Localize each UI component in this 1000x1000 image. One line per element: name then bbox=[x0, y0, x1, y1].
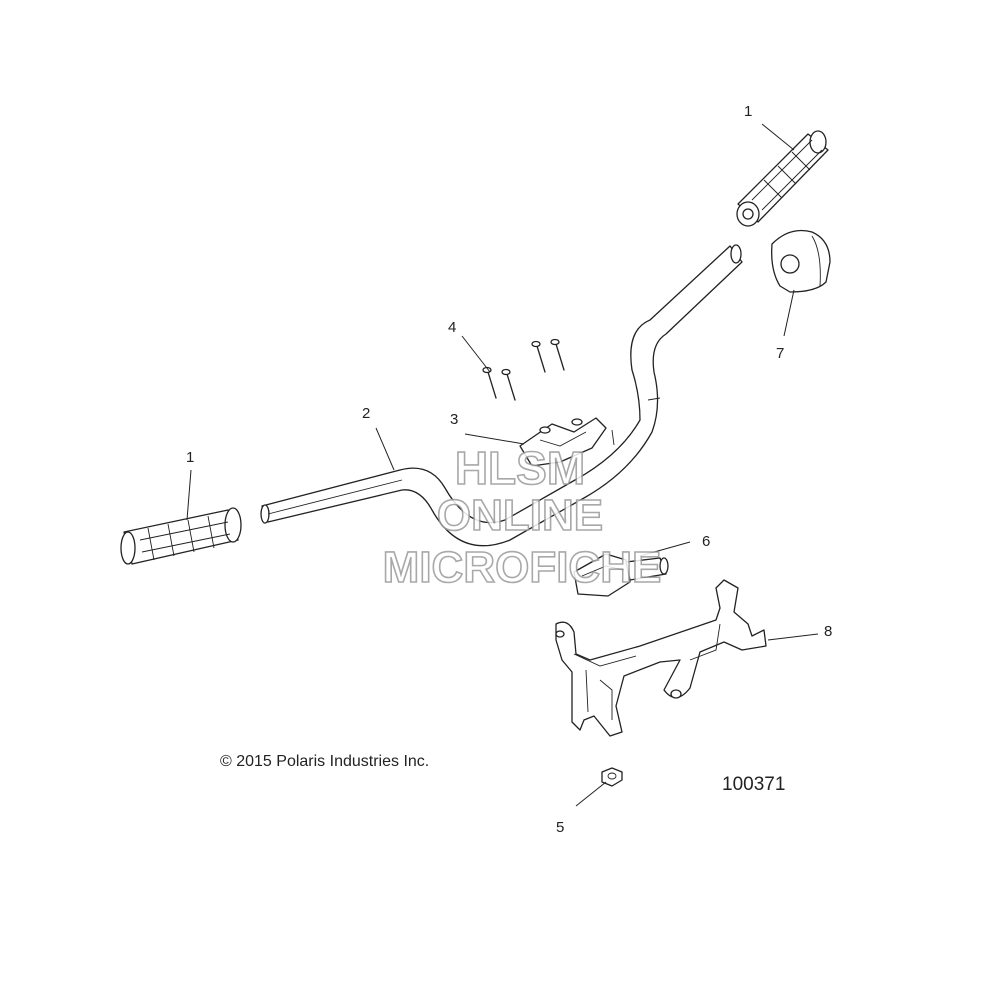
watermark-line2: ONLINE bbox=[437, 491, 603, 540]
callout-grip-left: 1 bbox=[186, 449, 194, 466]
callout-bolts: 4 bbox=[448, 319, 456, 336]
callout-nut: 5 bbox=[556, 819, 564, 836]
leader-lines bbox=[186, 123, 819, 807]
end-cap bbox=[771, 229, 831, 293]
callout-switch: 6 bbox=[702, 533, 710, 550]
callout-bracket: 8 bbox=[824, 623, 832, 640]
switch bbox=[573, 553, 669, 597]
grip-right bbox=[736, 130, 829, 227]
bracket bbox=[555, 579, 767, 737]
callout-clamp: 3 bbox=[450, 411, 458, 428]
watermark-line3: MICROFICHE bbox=[383, 543, 662, 592]
copyright: © 2015 Polaris Industries Inc. bbox=[220, 753, 429, 770]
watermark-line1: HLSM bbox=[455, 442, 585, 494]
callout-handlebar: 2 bbox=[362, 405, 370, 422]
handlebar bbox=[260, 244, 743, 547]
callout-grip-right: 1 bbox=[744, 103, 752, 120]
callout-end-cap: 7 bbox=[776, 345, 784, 362]
clamp bbox=[519, 417, 607, 467]
watermark: HLSM ONLINE MICROFICHE bbox=[382, 441, 662, 593]
bolts bbox=[482, 338, 565, 401]
nut bbox=[601, 767, 623, 787]
figure-number: 100371 bbox=[722, 774, 785, 795]
grip-left bbox=[120, 507, 242, 565]
